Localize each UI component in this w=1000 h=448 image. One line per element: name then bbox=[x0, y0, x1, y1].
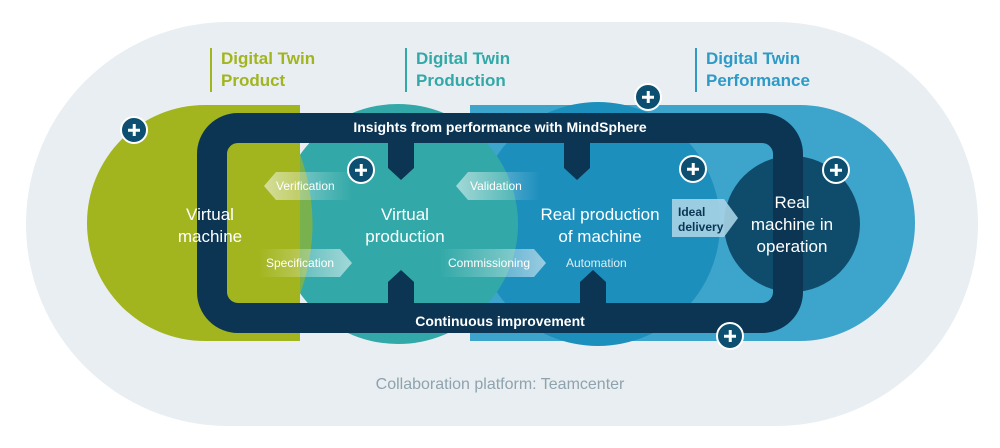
product-overlap bbox=[285, 105, 313, 341]
improvement-loop bbox=[197, 113, 803, 333]
heading-performance-line1: Digital Twin bbox=[706, 49, 801, 68]
stage-real-machine-line2: machine in bbox=[750, 215, 834, 234]
loop-top-label: Insights from performance with MindSpher… bbox=[353, 119, 647, 135]
ideal-delivery-label: Ideal delivery bbox=[678, 205, 723, 235]
plus-icon-performance-top[interactable] bbox=[634, 83, 662, 111]
stage-real-machine-line3: operation bbox=[756, 237, 828, 256]
validation-label: Validation bbox=[470, 179, 522, 193]
heading-performance-line2: Performance bbox=[706, 71, 810, 90]
heading-production-line2: Production bbox=[416, 71, 506, 90]
stage-virtual-production: Virtual production bbox=[345, 204, 465, 248]
stage-virtual-machine: Virtual machine bbox=[150, 204, 270, 248]
loop-connector-bottom-2 bbox=[580, 270, 606, 303]
stage-real-production: Real production of machine bbox=[525, 204, 675, 248]
loop-connector-right bbox=[774, 270, 800, 295]
virtual-production-circle bbox=[278, 104, 518, 344]
heading-product-line2: Product bbox=[221, 71, 286, 90]
loop-connector-top-2 bbox=[564, 143, 590, 180]
specification-arrow bbox=[258, 249, 352, 277]
plus-icon-virtual-production[interactable] bbox=[347, 156, 375, 184]
stage-virtual-production-line2: production bbox=[365, 227, 445, 246]
verification-arrow bbox=[264, 172, 352, 200]
plus-icon-real-machine[interactable] bbox=[822, 156, 850, 184]
heading-product-line1: Digital Twin bbox=[221, 49, 316, 68]
real-production-circle bbox=[476, 102, 720, 346]
heading-product: Digital Twin Product bbox=[210, 48, 315, 92]
validation-arrow bbox=[456, 172, 540, 200]
heading-performance: Digital Twin Performance bbox=[695, 48, 810, 92]
plus-icon-improvement[interactable] bbox=[716, 322, 744, 350]
loop-bottom-label: Continuous improvement bbox=[415, 313, 585, 329]
stage-real-production-line1: Real production bbox=[540, 205, 660, 224]
ideal-delivery-line2: delivery bbox=[678, 220, 724, 234]
plus-icon-real-production[interactable] bbox=[679, 155, 707, 183]
ideal-delivery-line1: Ideal bbox=[678, 205, 706, 219]
stage-virtual-production-line1: Virtual bbox=[381, 205, 429, 224]
specification-label: Specification bbox=[266, 256, 335, 270]
stage-real-machine-line1: Real bbox=[774, 193, 810, 212]
stage-real-production-line2: of machine bbox=[558, 227, 642, 246]
heading-production: Digital Twin Production bbox=[405, 48, 510, 92]
automation-label: Automation bbox=[566, 256, 627, 270]
verification-label: Verification bbox=[276, 179, 335, 193]
loop-connector-top-1 bbox=[388, 143, 414, 180]
ideal-delivery-arrow bbox=[672, 199, 738, 237]
commissioning-label: Commissioning bbox=[448, 256, 531, 270]
commissioning-arrow bbox=[440, 249, 546, 277]
loop-connector-bottom-1 bbox=[388, 270, 414, 303]
stage-virtual-machine-line2: machine bbox=[177, 227, 243, 246]
product-band bbox=[87, 105, 300, 341]
collaboration-platform-label: Collaboration platform: Teamcenter bbox=[375, 376, 625, 393]
plus-icon-product[interactable] bbox=[120, 116, 148, 144]
stage-virtual-machine-line1: Virtual bbox=[186, 205, 234, 224]
heading-production-line1: Digital Twin bbox=[416, 49, 511, 68]
stage-real-machine: Real machine in operation bbox=[737, 192, 847, 258]
